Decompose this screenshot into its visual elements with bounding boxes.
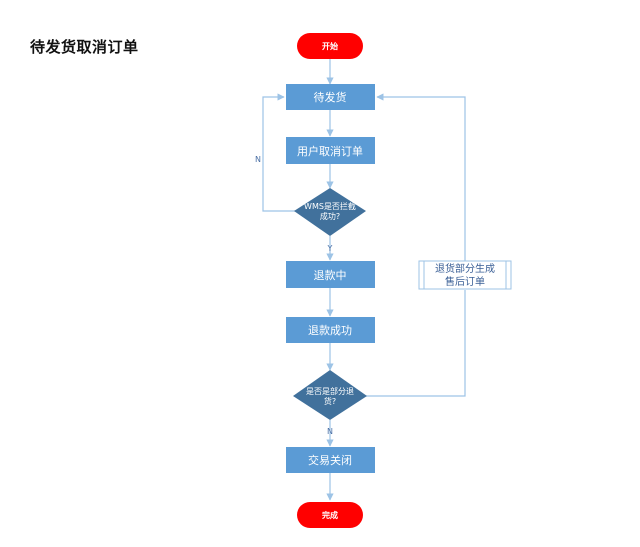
- process-cancel: 用户取消订单: [286, 137, 375, 164]
- process-refund-success: 退款成功: [286, 317, 375, 343]
- partial-label-line1: 是否是部分退: [306, 386, 354, 396]
- refund-success-label: 退款成功: [308, 323, 352, 337]
- partial-label-line2: 货?: [324, 396, 336, 406]
- edge-partial-yes-note: [366, 290, 466, 397]
- edge-wms-no-loop: [262, 93, 296, 212]
- pending-label: 待发货: [314, 90, 347, 104]
- decision-partial-return: 是否是部分退 货?: [293, 370, 367, 420]
- note-after-sale-order: 退货部分生成 售后订单: [418, 260, 512, 290]
- note-line2: 售后订单: [445, 275, 485, 288]
- wms-label-line1: WMS是否拦截: [304, 201, 356, 211]
- process-pending: 待发货: [286, 84, 375, 110]
- note-line1: 退货部分生成: [435, 262, 495, 275]
- start-terminal: 开始: [297, 33, 363, 59]
- process-closed: 交易关闭: [286, 447, 375, 473]
- edge-label-no-1: N: [255, 155, 261, 164]
- cancel-label: 用户取消订单: [297, 144, 363, 158]
- end-label: 完成: [322, 510, 338, 520]
- process-refunding: 退款中: [286, 261, 375, 288]
- refunding-label: 退款中: [314, 268, 347, 282]
- wms-label-line2: 成功?: [320, 211, 340, 221]
- decision-wms: WMS是否拦截 成功?: [294, 188, 366, 236]
- closed-label: 交易关闭: [308, 453, 352, 467]
- edge-label-no-2: N: [327, 427, 333, 436]
- page-title: 待发货取消订单: [30, 38, 139, 56]
- end-terminal: 完成: [297, 502, 363, 528]
- edge-note-pending: [376, 93, 466, 260]
- start-label: 开始: [322, 41, 338, 51]
- edge-label-yes-1: Y: [327, 244, 333, 253]
